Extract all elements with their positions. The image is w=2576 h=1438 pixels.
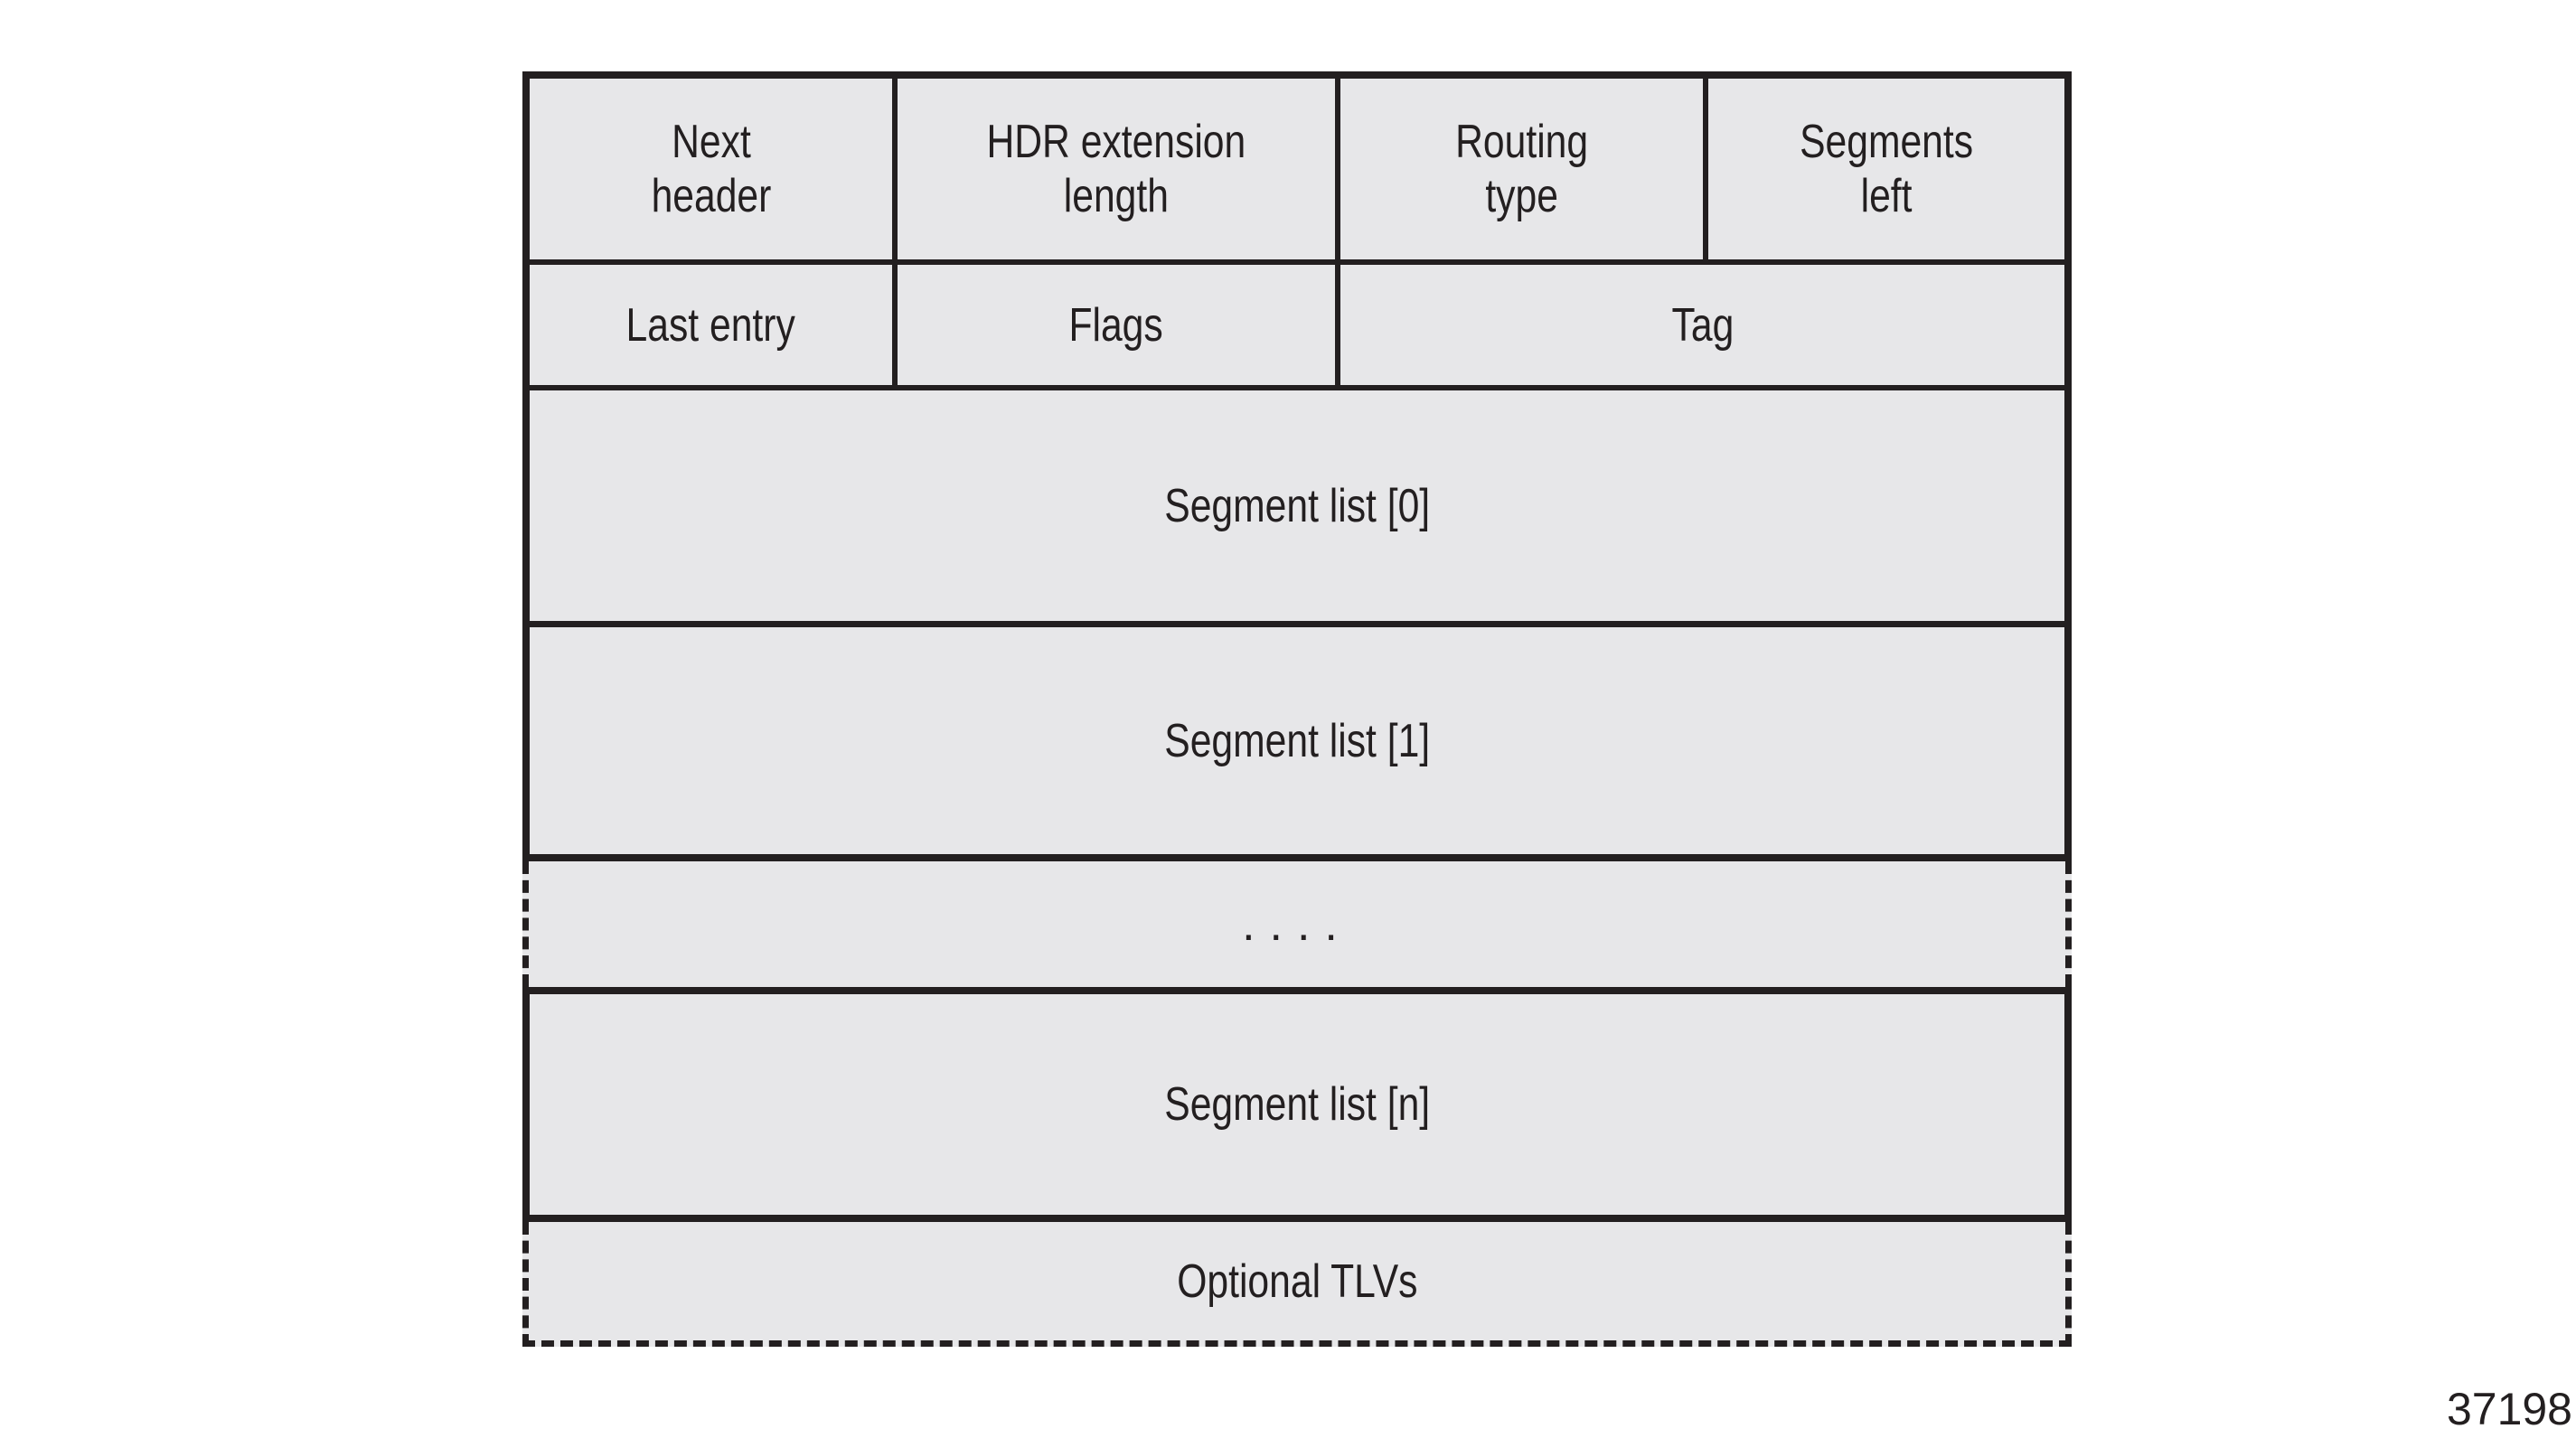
field-segment-list-1: Segment list [1] — [530, 627, 2064, 854]
field-optional-tlvs-label: Optional TLVs — [1176, 1255, 1418, 1308]
field-next-header-label: Next header — [651, 116, 771, 222]
field-tag: Tag — [1340, 265, 2064, 385]
header-row: Next header HDR extension length Routing… — [530, 79, 2064, 265]
field-next-header: Next header — [530, 79, 898, 259]
field-hdr-extension-length-label: HDR extension length — [986, 116, 1246, 222]
field-routing-type-label: Routing type — [1455, 116, 1588, 222]
field-optional-tlvs: Optional TLVs — [522, 1222, 2072, 1347]
field-tag-label: Tag — [1671, 298, 1734, 352]
ellipsis-label: .... — [1242, 898, 1352, 951]
field-segments-left: Segments left — [1708, 79, 2064, 259]
field-segment-list-0-label: Segment list [0] — [1164, 479, 1430, 532]
field-segment-list-1-label: Segment list [1] — [1164, 714, 1430, 767]
field-routing-type: Routing type — [1340, 79, 1708, 259]
field-segment-list-0: Segment list [0] — [530, 390, 2064, 627]
second-row: Last entry Flags Tag — [530, 265, 2064, 390]
ellipsis-row: .... — [522, 861, 2072, 987]
field-segments-left-label: Segments left — [1799, 116, 1973, 222]
header-block: Next header HDR extension length Routing… — [522, 71, 2072, 861]
field-segment-list-n-label: Segment list [n] — [1164, 1078, 1430, 1131]
field-segment-list-n: Segment list [n] — [522, 987, 2072, 1222]
field-hdr-extension-length: HDR extension length — [898, 79, 1340, 259]
field-flags-label: Flags — [1068, 298, 1164, 352]
field-flags: Flags — [898, 265, 1340, 385]
field-last-entry: Last entry — [530, 265, 898, 385]
field-last-entry-label: Last entry — [625, 298, 796, 352]
figure-number: 37198 — [2446, 1384, 2572, 1434]
